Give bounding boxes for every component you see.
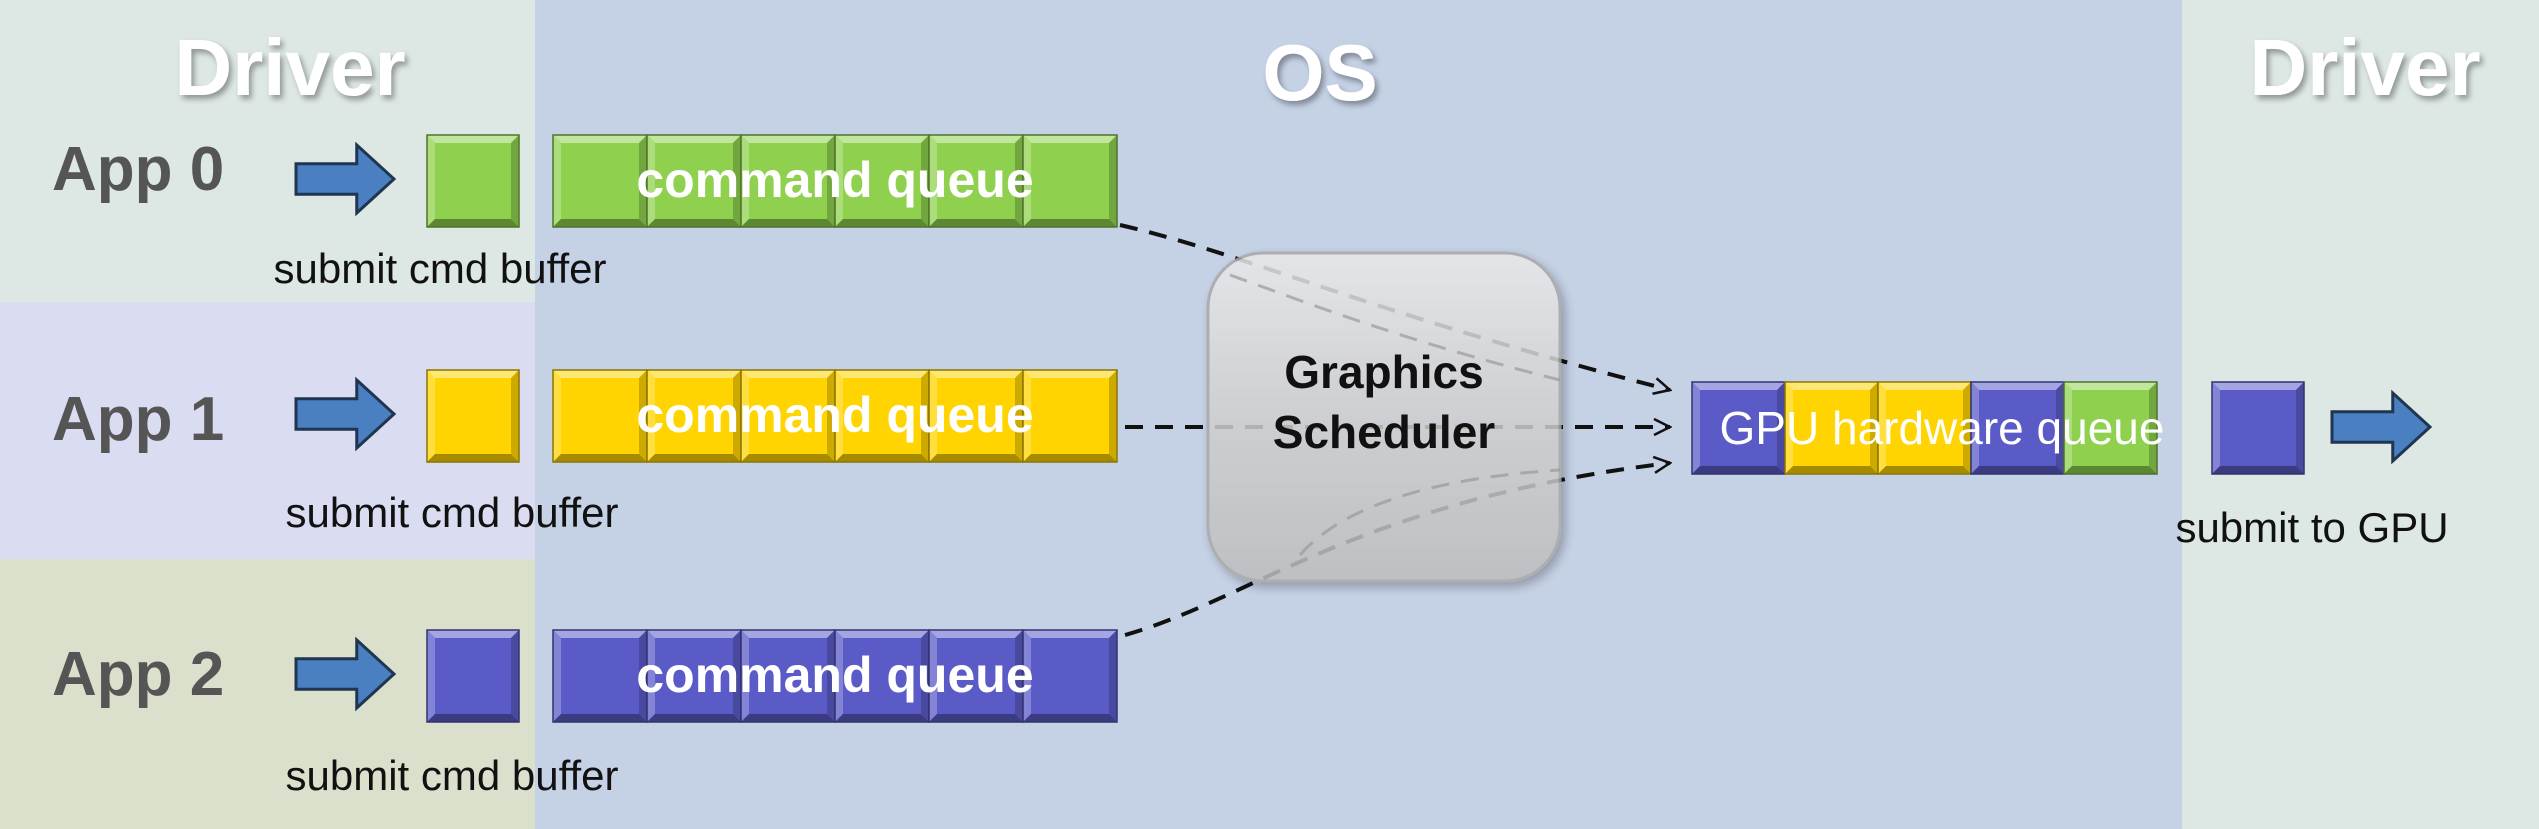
submit-caption-2: submit cmd buffer bbox=[285, 752, 618, 799]
hw-queue-slot-3 bbox=[1970, 381, 2065, 475]
command-queue-1-slot-5 bbox=[1022, 369, 1118, 463]
hw-queue-slot-2 bbox=[1877, 381, 1972, 475]
submit-caption-1: submit cmd buffer bbox=[285, 489, 618, 536]
hw-queue-slot-4 bbox=[2063, 381, 2158, 475]
command-queue-2-slot-1 bbox=[646, 629, 742, 723]
command-queue-0-slot-0 bbox=[552, 134, 648, 228]
scheduler-overlay-connectors bbox=[1229, 273, 1561, 556]
app-label-1: App 1 bbox=[52, 385, 224, 454]
cmd-buffer-0 bbox=[426, 134, 520, 228]
command-queue-label-2: command queue bbox=[636, 647, 1033, 703]
submit-to-gpu-caption: submit to GPU bbox=[2175, 504, 2448, 551]
gpu-hardware-queue bbox=[1691, 381, 2158, 475]
app-label-2: App 2 bbox=[52, 640, 224, 709]
app-label-0: App 0 bbox=[52, 135, 224, 204]
command-queue-1-slot-4 bbox=[928, 369, 1024, 463]
submit-arrow-2 bbox=[294, 636, 397, 712]
command-queue-label-0: command queue bbox=[636, 152, 1033, 208]
command-queue-2-slot-3 bbox=[834, 629, 930, 723]
command-queue-1-slot-0 bbox=[552, 369, 648, 463]
command-queue-0-slot-5 bbox=[1022, 134, 1118, 228]
scheduler-box bbox=[1206, 251, 1562, 583]
command-queue-2-slot-4 bbox=[928, 629, 1024, 723]
command-queue-0-slot-2 bbox=[740, 134, 836, 228]
hw-queue-slot-1 bbox=[1784, 381, 1879, 475]
scheduler-line1: Graphics bbox=[1284, 346, 1483, 398]
submit-arrow-0 bbox=[294, 141, 397, 217]
command-queue-1-slot-1 bbox=[646, 369, 742, 463]
command-queue-0-slot-1 bbox=[646, 134, 742, 228]
submit-arrow-1 bbox=[294, 376, 397, 452]
command-queue-0-slot-3 bbox=[834, 134, 930, 228]
hw-queue-slot-0 bbox=[1691, 381, 1786, 475]
gpu-output bbox=[2211, 381, 2433, 475]
command-queue-2-slot-5 bbox=[1022, 629, 1118, 723]
submit-to-gpu-arrow bbox=[2330, 389, 2433, 465]
right-driver-title: Driver bbox=[2249, 23, 2480, 112]
cmd-buffer-1 bbox=[426, 369, 520, 463]
submit-caption-0: submit cmd buffer bbox=[273, 245, 606, 292]
left-driver-title: Driver bbox=[174, 23, 405, 112]
gpu-hardware-queue-label: GPU hardware queue bbox=[1720, 402, 2165, 454]
command-queue-1-slot-3 bbox=[834, 369, 930, 463]
command-queue-2-slot-2 bbox=[740, 629, 836, 723]
command-queue-2-slot-0 bbox=[552, 629, 648, 723]
command-queue-label-1: command queue bbox=[636, 387, 1033, 443]
os-title: OS bbox=[1262, 28, 1378, 117]
cmd-buffer-2 bbox=[426, 629, 520, 723]
gpu-submit-block bbox=[2211, 381, 2305, 475]
command-queue-1-slot-2 bbox=[740, 369, 836, 463]
scheduler-line2: Scheduler bbox=[1273, 406, 1496, 458]
graphics-scheduler: Graphics Scheduler bbox=[1206, 251, 1562, 583]
